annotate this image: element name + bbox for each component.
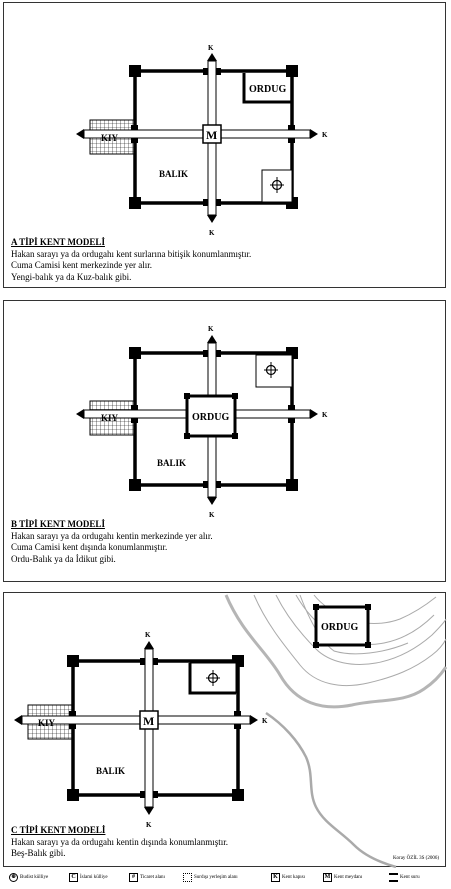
caption-line: Yengi-balık ya da Kuz-balık gibi. bbox=[11, 271, 132, 282]
label-k-south: K bbox=[146, 821, 152, 829]
label-m: M bbox=[206, 128, 217, 142]
corner-tower bbox=[129, 197, 141, 209]
arrow-east-icon bbox=[310, 409, 318, 419]
credit-text: Koray ÖZİL 3S (2006) bbox=[392, 856, 439, 861]
buddhist-complex bbox=[255, 354, 293, 388]
legend-item: # Ticaret alanı bbox=[129, 873, 165, 882]
label-k-south: K bbox=[209, 511, 215, 519]
legend-item: Surdışı yerleşim alanı bbox=[183, 873, 238, 882]
caption-title: A TİPİ KENT MODELİ bbox=[11, 237, 105, 247]
legend-label: Surdışı yerleşim alanı bbox=[194, 875, 238, 880]
wall-icon bbox=[389, 873, 398, 882]
legend-item: M Kent meydanı bbox=[323, 873, 362, 882]
label-k-east: K bbox=[262, 717, 268, 725]
corner-tower bbox=[67, 655, 79, 667]
legend-item: ⊕ Budist külliye bbox=[9, 873, 48, 882]
city-plan-a: K K K KIY M ORDUG BALIK bbox=[76, 44, 328, 237]
arrow-west-icon bbox=[76, 129, 84, 139]
market-grid-icon: # bbox=[129, 873, 138, 882]
arrow-north-icon bbox=[144, 641, 154, 649]
arrow-south-icon bbox=[207, 215, 217, 223]
caption-line: Cuma Camisi kent merkezinde yer alır. bbox=[11, 260, 152, 270]
label-balik: BALIK bbox=[157, 458, 186, 468]
caption-line: Cuma Camisi kent dışında konumlanmıştır. bbox=[11, 542, 168, 552]
corner-tower bbox=[67, 789, 79, 801]
buddhist-symbol-icon: ⊕ bbox=[9, 873, 18, 882]
caption-line: Hakan sarayı ya da ordugahı kentin merke… bbox=[11, 530, 213, 541]
label-k-north: K bbox=[208, 325, 214, 333]
arrow-north-icon bbox=[207, 53, 217, 61]
label-m: M bbox=[143, 714, 154, 728]
panel-type-a: K K K KIY M ORDUG BALIK A TİPİ KENT MODE… bbox=[3, 2, 446, 288]
label-ordug: ORDUG bbox=[192, 412, 229, 423]
buddhist-complex bbox=[261, 169, 293, 203]
label-k-north: K bbox=[145, 631, 151, 639]
caption-line: Hakan sarayı ya da ordugahı kentin dışın… bbox=[11, 836, 228, 847]
label-kiy: KIY bbox=[101, 413, 119, 423]
gate-icon: K bbox=[271, 873, 280, 882]
corner-tower bbox=[232, 789, 244, 801]
city-plan-b: K K K KIY ORDUG BALIK bbox=[76, 325, 328, 519]
coastline bbox=[265, 711, 397, 868]
corner-tower bbox=[129, 347, 141, 359]
arrow-west-icon bbox=[14, 715, 22, 725]
arrow-north-icon bbox=[207, 335, 217, 343]
legend: ⊕ Budist külliye C İslami külliye # Tica… bbox=[3, 872, 446, 886]
legend-label: Ticaret alanı bbox=[140, 875, 165, 880]
legend-label: İslami külliye bbox=[80, 875, 108, 880]
label-k-east: K bbox=[322, 131, 328, 139]
islamic-symbol-icon: C bbox=[69, 873, 78, 882]
caption-line: Beş-Balık gibi. bbox=[11, 848, 66, 858]
label-ordug: ORDUG bbox=[321, 622, 358, 633]
square-icon: M bbox=[323, 873, 332, 882]
city-square bbox=[202, 124, 222, 144]
corner-tower bbox=[286, 479, 298, 491]
arrow-south-icon bbox=[207, 497, 217, 505]
label-k-east: K bbox=[322, 411, 328, 419]
label-k-north: K bbox=[208, 44, 214, 52]
legend-label: Kent suru bbox=[400, 875, 420, 880]
arrow-west-icon bbox=[76, 409, 84, 419]
legend-item: K Kent kapısı bbox=[271, 873, 305, 882]
label-kiy: KIY bbox=[101, 133, 119, 143]
caption-b: B TİPİ KENT MODELİ Hakan sarayı ya da or… bbox=[11, 519, 213, 565]
palace-enclosure bbox=[242, 73, 292, 104]
caption-title: B TİPİ KENT MODELİ bbox=[11, 519, 105, 529]
palace-external bbox=[314, 605, 370, 647]
legend-item: Kent suru bbox=[389, 873, 420, 882]
city-square bbox=[139, 710, 159, 730]
legend-label: Kent meydanı bbox=[334, 875, 363, 880]
main-street-horizontal bbox=[21, 715, 251, 725]
label-balik: BALIK bbox=[159, 169, 188, 179]
arrow-south-icon bbox=[144, 807, 154, 815]
label-ordug: ORDUG bbox=[249, 84, 286, 95]
legend-item: C İslami külliye bbox=[69, 873, 108, 882]
caption-line: Hakan sarayı ya da ordugahı kent surları… bbox=[11, 248, 252, 259]
arrow-east-icon bbox=[250, 715, 258, 725]
panel-type-c: K K K KIY M ORDUG BALIK C TİPİ KENT MODE… bbox=[3, 592, 447, 868]
label-kiy: KIY bbox=[38, 718, 56, 728]
caption-line: Ordu-Balık ya da İdikut gibi. bbox=[11, 553, 116, 564]
legend-label: Budist külliye bbox=[20, 875, 49, 880]
palace-central bbox=[185, 394, 237, 438]
arrow-east-icon bbox=[310, 129, 318, 139]
caption-c: C TİPİ KENT MODELİ Hakan sarayı ya da or… bbox=[11, 825, 228, 860]
suburb-area-icon bbox=[183, 873, 192, 882]
caption-a: A TİPİ KENT MODELİ Hakan sarayı ya da or… bbox=[11, 237, 251, 283]
city-plan-c: K K K KIY M ORDUG BALIK bbox=[14, 594, 447, 868]
legend-label: Kent kapısı bbox=[282, 875, 305, 880]
label-balik: BALIK bbox=[96, 766, 125, 776]
corner-tower bbox=[286, 65, 298, 77]
corner-tower bbox=[129, 479, 141, 491]
label-k-south: K bbox=[209, 229, 215, 237]
corner-tower bbox=[129, 65, 141, 77]
caption-title: C TİPİ KENT MODELİ bbox=[11, 825, 106, 835]
panel-type-b: K K K KIY ORDUG BALIK B TİPİ KENT MODELİ… bbox=[3, 300, 446, 582]
